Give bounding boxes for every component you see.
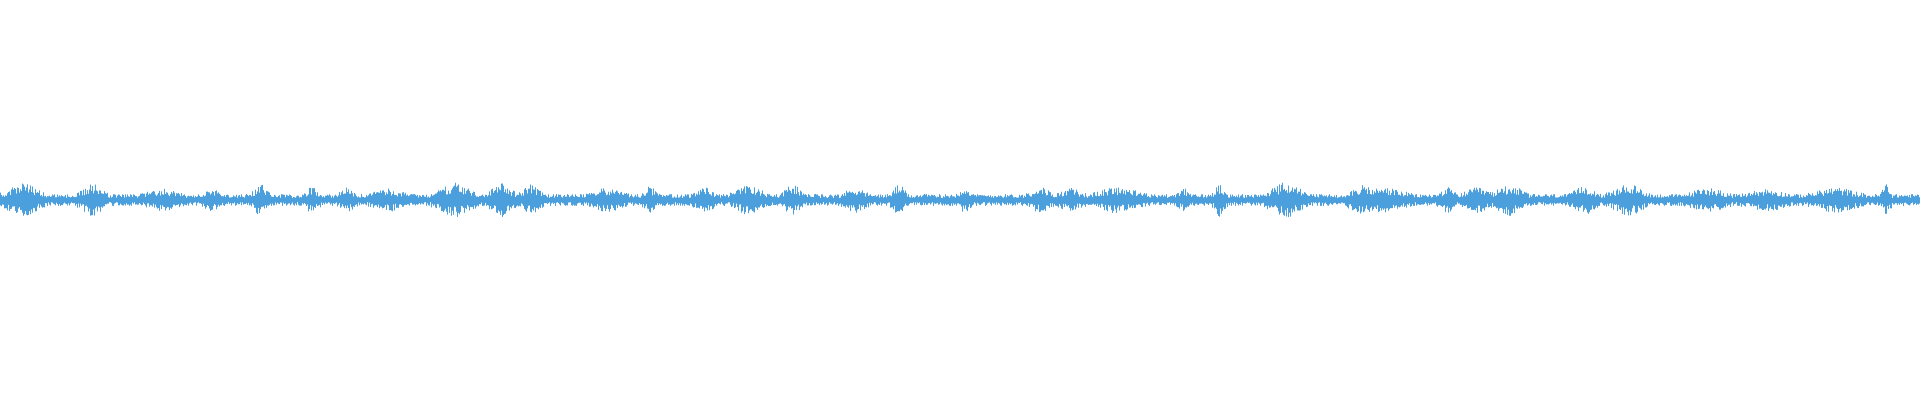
waveform-canvas[interactable] xyxy=(0,0,1920,400)
audio-waveform[interactable] xyxy=(0,0,1920,400)
